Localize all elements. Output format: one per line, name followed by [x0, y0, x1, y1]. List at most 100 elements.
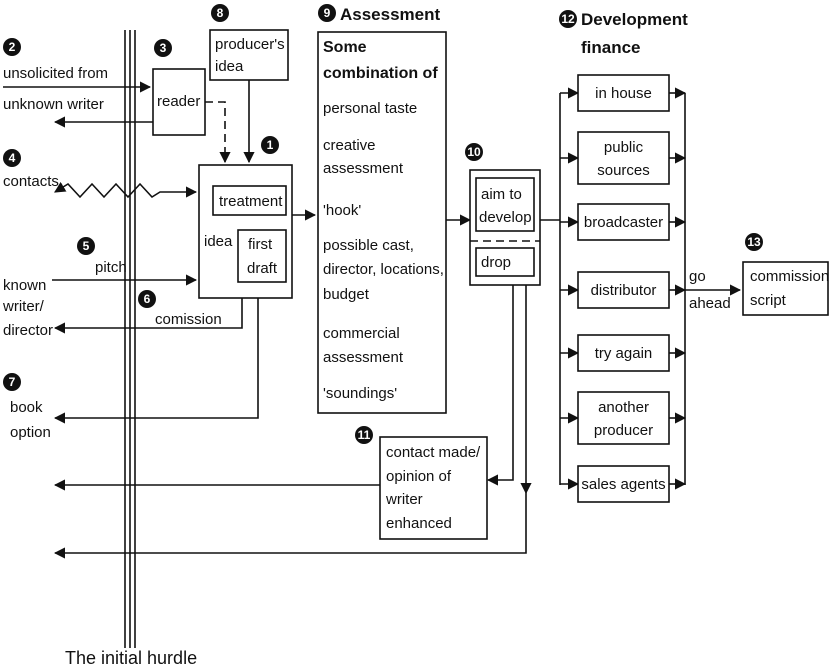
- caption-initial-hurdle: The initial hurdle: [65, 648, 197, 668]
- label-idea: idea: [204, 233, 233, 250]
- label-go-2: ahead: [689, 295, 731, 312]
- label-commission-1: commission: [750, 268, 829, 285]
- arrow-book-option: [53, 298, 259, 424]
- dashed-arrow-reader-to-idea: [205, 101, 231, 164]
- svg-text:11: 11: [358, 428, 371, 442]
- assessment-item: 'soundings': [323, 385, 397, 402]
- badge-13: 13: [745, 233, 763, 251]
- label-known-2: writer/: [2, 298, 45, 315]
- finance-option: public sources: [560, 131, 687, 185]
- badge-1: 1: [261, 136, 279, 154]
- svg-text:5: 5: [83, 239, 90, 253]
- finance-option-box: [577, 74, 670, 112]
- finance-option: distributor: [560, 271, 687, 309]
- badge-9: 9: [318, 4, 336, 22]
- svg-text:3: 3: [160, 41, 167, 55]
- finance-option: sales agents: [560, 465, 687, 503]
- label-pitch: pitch: [95, 259, 127, 276]
- arrow-drop-rejection: [53, 493, 527, 559]
- finance-option-box: [577, 334, 670, 372]
- svg-text:1: 1: [267, 138, 274, 152]
- label-drop: drop: [481, 254, 511, 271]
- assessment-item: assessment: [323, 349, 404, 366]
- assessment-heading-1: Some: [323, 39, 367, 56]
- label-book-2: option: [10, 424, 51, 441]
- arrow-drop-to-contact: [486, 285, 514, 486]
- label-contact-1: contact made/: [386, 444, 481, 461]
- finance-options: in house public sources broadcaster distribu…: [560, 74, 687, 503]
- finance-option-label: producer: [594, 422, 653, 439]
- label-reader: reader: [157, 93, 200, 110]
- initial-hurdle-barrier: [124, 30, 136, 648]
- badge-5: 5: [77, 237, 95, 255]
- assessment-item: creative: [323, 137, 376, 154]
- label-contacts: contacts: [3, 173, 59, 190]
- assessment-item: director, locations,: [323, 261, 444, 278]
- svg-text:10: 10: [467, 145, 481, 159]
- label-known-1: known: [3, 277, 46, 294]
- label-contact-4: enhanced: [386, 515, 452, 532]
- assessment-heading-2: combination of: [323, 65, 438, 82]
- producers-idea-box: [209, 29, 289, 81]
- assessment-item: possible cast,: [323, 237, 414, 254]
- finance-option-box: [577, 203, 670, 241]
- finance-option-box: [577, 271, 670, 309]
- heading-assessment: Assessment: [340, 5, 441, 24]
- assessment-box: [317, 31, 447, 414]
- assessment-item: budget: [323, 286, 370, 303]
- label-aim-2: develop: [479, 209, 532, 226]
- label-contact-3: writer: [385, 491, 423, 508]
- label-unsolicited-2: unknown writer: [3, 96, 104, 113]
- assessment-item: assessment: [323, 160, 404, 177]
- badge-4: 4: [3, 149, 21, 167]
- badge-2: 2: [3, 38, 21, 56]
- badge-8: 8: [211, 4, 229, 22]
- label-book-1: book: [10, 399, 43, 416]
- finance-option-label: another: [598, 399, 649, 416]
- badge-7: 7: [3, 373, 21, 391]
- badge-11: 11: [355, 426, 373, 444]
- finance-option: broadcaster: [560, 203, 687, 241]
- label-first-draft-1: first: [248, 236, 273, 253]
- label-known-3: director: [3, 322, 53, 339]
- finance-option-label: sales agents: [581, 476, 665, 493]
- label-first-draft-2: draft: [247, 260, 278, 277]
- svg-text:7: 7: [9, 375, 16, 389]
- label-producers-idea-1: producer's: [215, 36, 285, 53]
- label-aim-1: aim to: [481, 186, 522, 203]
- svg-text:6: 6: [144, 292, 151, 306]
- badge-6: 6: [138, 290, 156, 308]
- finance-option-label: in house: [595, 85, 652, 102]
- heading-development-finance-1: Development: [581, 10, 688, 29]
- finance-option-label: sources: [597, 162, 650, 179]
- label-comission: comission: [155, 311, 222, 328]
- arrow-comission: [53, 298, 243, 334]
- aim-to-develop-box: [475, 177, 535, 232]
- drop-box: [475, 247, 535, 277]
- finance-option-box: [577, 465, 670, 503]
- contact-made-box: [379, 436, 488, 540]
- label-commission-2: script: [750, 292, 787, 309]
- label-contact-2: opinion of: [386, 468, 452, 485]
- badge-10: 10: [465, 143, 483, 161]
- first-draft-box: [237, 229, 287, 283]
- svg-text:13: 13: [747, 235, 761, 249]
- finance-option-label: public: [604, 139, 644, 156]
- finance-option: try again: [560, 334, 687, 372]
- label-unsolicited-1: unsolicited from: [3, 65, 108, 82]
- commission-script-box: [742, 261, 829, 316]
- reader-box: [152, 68, 206, 136]
- svg-text:12: 12: [561, 12, 575, 26]
- badge-12: 12: [559, 10, 577, 28]
- heading-development-finance-2: finance: [581, 38, 641, 57]
- zigzag-arrow-contacts: [54, 181, 198, 199]
- finance-option-label: broadcaster: [584, 214, 663, 231]
- finance-option: another producer: [560, 391, 687, 445]
- treatment-box: [212, 185, 287, 216]
- svg-text:8: 8: [217, 6, 224, 20]
- assessment-item: 'hook': [323, 202, 361, 219]
- svg-text:9: 9: [324, 6, 331, 20]
- finance-option: in house: [560, 74, 687, 112]
- label-producers-idea-2: idea: [215, 58, 244, 75]
